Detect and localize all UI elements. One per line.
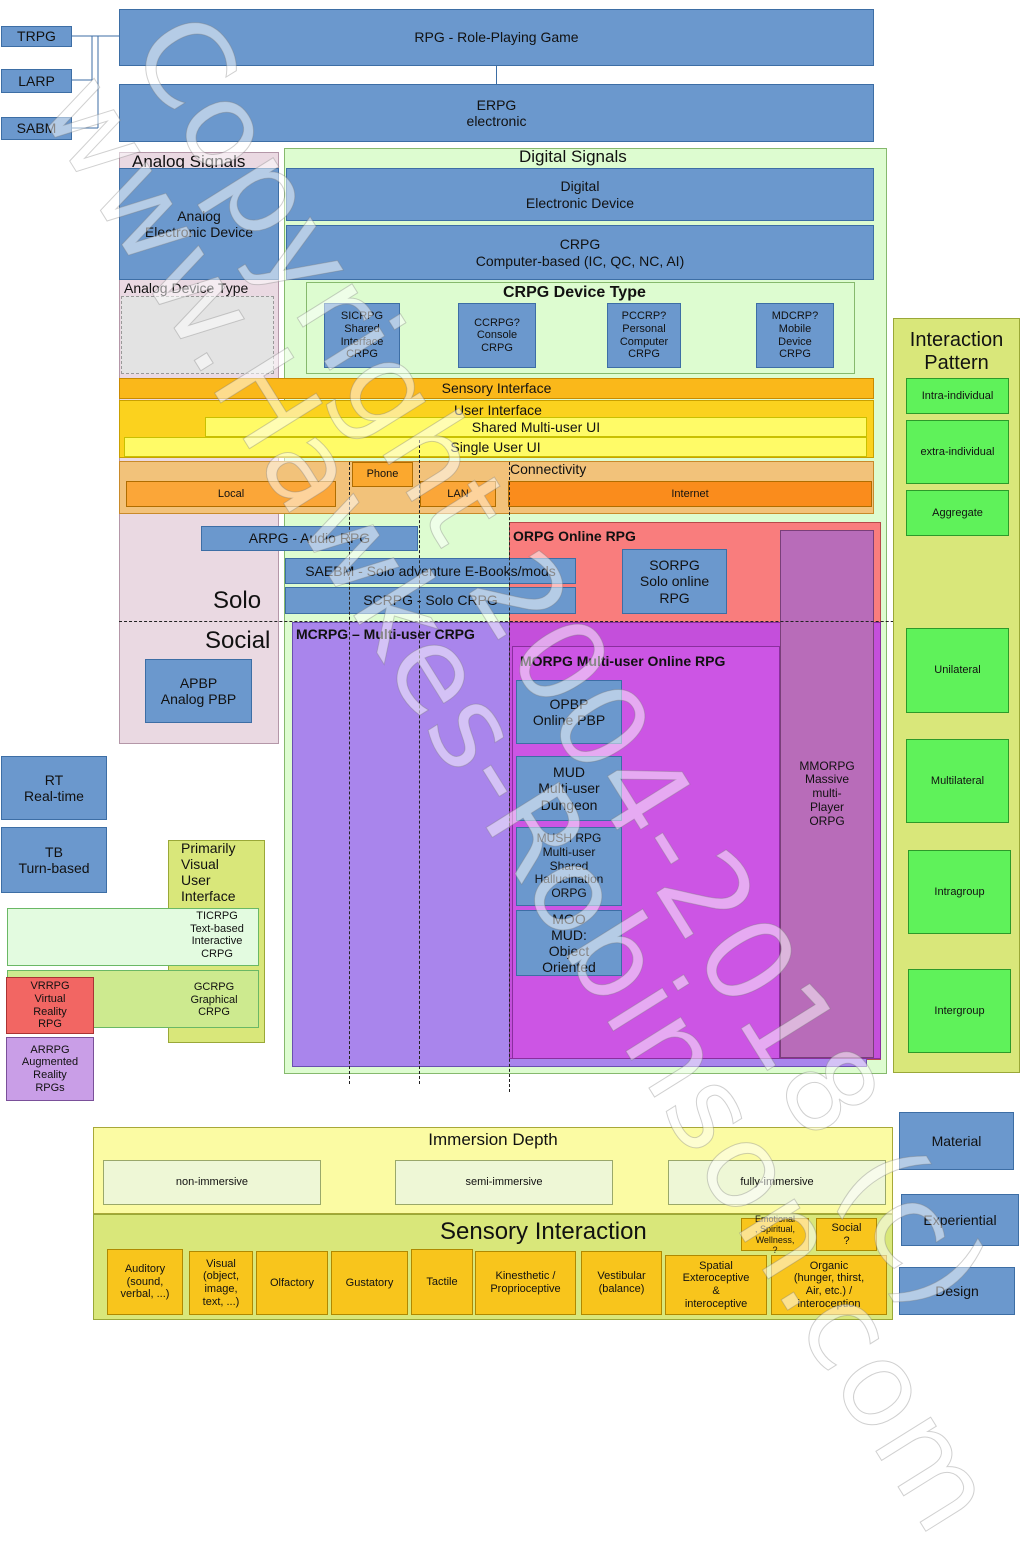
tb-box: TB Turn-based	[1, 827, 107, 893]
tactile-box: Tactile	[411, 1249, 473, 1315]
crpg-box: CRPG Computer-based (IC, QC, NC, AI)	[286, 225, 874, 280]
solo-social-divider	[119, 621, 1019, 622]
opbp-box: OPBP Online PBP	[516, 680, 622, 744]
erpg-box: ERPG electronic	[119, 84, 874, 142]
ticrpg-label: TICRPG Text-based Interactive CRPG	[190, 910, 244, 960]
divider-line-1	[349, 462, 350, 1084]
intragroup-box: Intragroup	[908, 850, 1011, 934]
visual-box: Visual (object, image, text, ...)	[189, 1251, 253, 1315]
rpg-erpg-connector	[496, 66, 497, 84]
single-ui-band: Single User UI	[124, 437, 867, 457]
internet-box: Internet	[508, 481, 872, 507]
immersion-title: Immersion Depth	[428, 1130, 558, 1149]
local-box: Local	[126, 481, 336, 507]
aggregate-box: Aggregate	[906, 490, 1009, 536]
analog-signals-label: Analog Signals	[132, 152, 246, 171]
kinesthetic-box: Kinesthetic / Proprioceptive	[475, 1251, 576, 1315]
moo-box: MOO MUD: Object Oriented	[516, 910, 622, 976]
pccrp-box: PCCRP? Personal Computer CRPG	[607, 303, 681, 368]
saebm-box: SAEBM - Solo adventure E-Books/mods	[285, 558, 576, 584]
mmorpg-box: MMORPG Massive multi- Player ORPG	[780, 530, 874, 1058]
vrrpg-box: VRRPG Virtual Reality RPG	[6, 977, 94, 1034]
orpg-label: ORPG Online RPG	[513, 528, 636, 544]
experiential-tag: Experiential	[901, 1194, 1019, 1246]
fully-immersive-box: fully-immersive	[668, 1160, 886, 1205]
crpg-device-type-label: CRPG Device Type	[503, 284, 646, 301]
ticrpg-panel	[7, 908, 259, 966]
multilateral-box: Multilateral	[906, 739, 1009, 823]
analog-device-type-area	[121, 296, 274, 374]
mud-box: MUD Multi-user Dungeon	[516, 756, 622, 821]
user-interface-label: User Interface	[454, 402, 542, 418]
larp-tag: LARP	[1, 69, 72, 93]
left-tag-connectors	[72, 35, 120, 129]
morpg-label: MORPG Multi-user Online RPG	[520, 653, 726, 669]
lan-box: LAN	[420, 481, 496, 507]
design-tag: Design	[899, 1267, 1015, 1315]
intergroup-box: Intergroup	[908, 969, 1011, 1053]
apbp-box: APBP Analog PBP	[145, 659, 252, 723]
trpg-tag: TRPG	[1, 26, 72, 47]
social-sense-box: Social ?	[816, 1218, 877, 1251]
interaction-pattern-title: Interaction Pattern	[909, 329, 1004, 374]
connectivity-label: Connectivity	[510, 461, 587, 477]
mdcrp-box: MDCRP? Mobile Device CRPG	[756, 303, 834, 368]
mush-box: MUSH RPG Multi-user Shared Hallucination…	[516, 827, 622, 906]
shared-ui-band: Shared Multi-user UI	[205, 417, 867, 437]
rt-box: RT Real-time	[1, 756, 107, 820]
material-tag: Material	[899, 1112, 1014, 1170]
emotional-box: Emotional , Spiritual, Wellness, ?	[741, 1214, 809, 1255]
auditory-box: Auditory (sound, verbal, ...)	[107, 1249, 183, 1315]
sabm-tag: SABM	[1, 117, 72, 140]
non-immersive-box: non-immersive	[103, 1160, 321, 1205]
phone-box: Phone	[352, 462, 413, 487]
spatial-box: Spatial Exteroceptive & interoceptive	[665, 1255, 767, 1315]
mcrpg-label: MCRPG – Multi-user CRPG	[296, 626, 475, 642]
gcrpg-label: GCRPG Graphical CRPG	[190, 981, 238, 1019]
visual-ui-label: Primarily Visual User Interface	[181, 840, 236, 905]
arrpg-box: ARRPG Augmented Reality RPGs	[6, 1037, 94, 1101]
rpg-box: RPG - Role-Playing Game	[119, 9, 874, 66]
ccrpg-box: CCRPG? Console CRPG	[458, 303, 536, 368]
scrpg-box: SCRPG - Solo CRPG	[285, 587, 576, 614]
extra-individual-box: extra-individual	[906, 420, 1009, 484]
sensory-interaction-title: Sensory Interaction	[440, 1218, 647, 1245]
solo-label: Solo	[213, 587, 262, 614]
organic-box: Organic (hunger, thirst, Air, etc.) / in…	[771, 1255, 887, 1315]
vestibular-box: Vestibular (balance)	[581, 1251, 662, 1315]
analog-device-type-label: Analog Device Type	[124, 280, 249, 296]
olfactory-box: Olfactory	[256, 1251, 328, 1315]
semi-immersive-box: semi-immersive	[395, 1160, 613, 1205]
social-label: Social	[205, 627, 271, 654]
gustatory-box: Gustatory	[331, 1251, 408, 1315]
arpg-box: ARPG - Audio RPG	[201, 526, 418, 551]
sicrpg-box: SICRPG Shared Interface CRPG	[324, 303, 400, 368]
unilateral-box: Unilateral	[906, 628, 1009, 713]
digital-device-box: Digital Electronic Device	[286, 168, 874, 221]
analog-device-box: Analog Electronic Device	[119, 168, 279, 280]
sensory-interface-band: Sensory Interface	[119, 378, 874, 399]
intra-individual-box: Intra-individual	[906, 378, 1009, 414]
divider-line-2	[419, 440, 420, 1084]
sorpg-box: SORPG Solo online RPG	[622, 549, 727, 614]
digital-signals-label: Digital Signals	[519, 147, 627, 166]
divider-line-3	[509, 462, 510, 1092]
